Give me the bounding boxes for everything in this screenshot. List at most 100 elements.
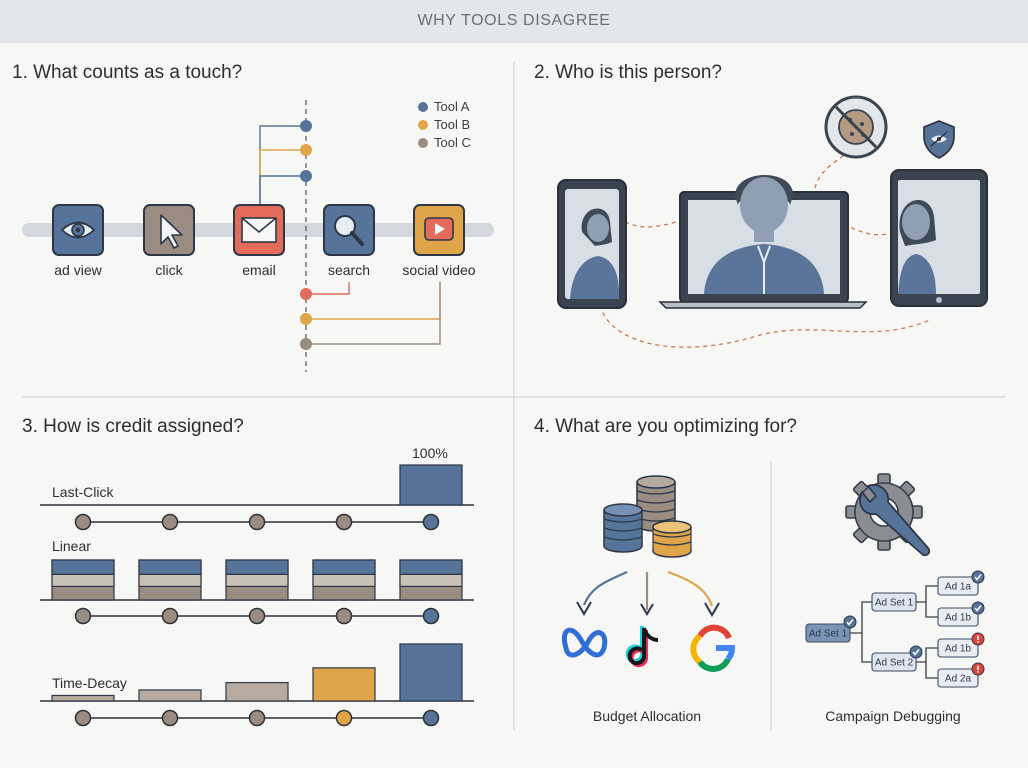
- budget-coins-icon: [603, 475, 692, 558]
- check-icon: [843, 615, 857, 629]
- touchpoint-dot: [422, 513, 440, 531]
- row-label-time-decay: Time-Decay: [52, 675, 127, 691]
- arrow-head: [576, 601, 592, 616]
- touchpoint-label: social video: [402, 262, 476, 278]
- arrow-to-meta: [582, 571, 628, 606]
- touchpoint-dot: [161, 607, 179, 625]
- credit-assignment-chart: [40, 464, 474, 727]
- arrow-head: [640, 603, 654, 616]
- check-mark: [846, 619, 854, 626]
- tiktok-logo-icon: [625, 626, 659, 667]
- ad-node-label: Ad 1b: [945, 644, 972, 655]
- check-icon: [971, 601, 985, 615]
- credit-bar-mid: [51, 573, 115, 588]
- legend-label: Tool A: [434, 99, 470, 114]
- credit-bar: [225, 681, 289, 702]
- tool-a-connector-2: [259, 175, 306, 205]
- credit-bar-top: [225, 559, 289, 575]
- touchpoint-dot: [161, 513, 179, 531]
- touchpoint-label: search: [327, 262, 371, 278]
- legend-swatch: [418, 102, 428, 112]
- tool-b-connector: [259, 149, 306, 205]
- q1-panel: [22, 100, 494, 372]
- touchpoint-dot: [248, 607, 266, 625]
- header-bar: WHY TOOLS DISAGREE: [0, 0, 1028, 43]
- touchpoint-dot: [335, 607, 353, 625]
- ad-node: [937, 638, 979, 658]
- gear-wrench-icon: [845, 473, 931, 557]
- check-mark: [974, 574, 982, 581]
- credit-bar: [399, 464, 463, 506]
- laptop-device: [658, 175, 868, 309]
- touchpoint-dot: [74, 709, 92, 727]
- meta-logo-icon: [562, 627, 608, 658]
- phone-device: [557, 179, 627, 309]
- q1-title: 1. What counts as a touch?: [12, 62, 243, 83]
- legend-item-tool-a: Tool A: [418, 99, 469, 114]
- ad-set-node: [871, 652, 917, 672]
- touchpoint-dot: [335, 709, 353, 727]
- video-connector-c: [306, 282, 441, 345]
- credit-bar-top: [51, 559, 115, 575]
- search-dot: [300, 288, 312, 300]
- alert-dot: [977, 641, 979, 643]
- touchpoint-label: email: [242, 262, 276, 278]
- alert-dot: [977, 671, 979, 673]
- check-mark: [974, 605, 982, 612]
- q4-title: 4. What are you optimizing for?: [534, 416, 797, 437]
- tree-root-node-label: Ad Set 1: [809, 629, 848, 640]
- identity-link: [599, 304, 931, 348]
- credit-bar-mid: [312, 573, 376, 588]
- credit-bar: [138, 689, 202, 702]
- touchpoint-label: ad view: [54, 262, 102, 278]
- touchpoint-dot: [335, 513, 353, 531]
- q2-title: 2. Who is this person?: [534, 62, 722, 83]
- legend-label: Tool B: [434, 117, 471, 132]
- credit-bar: [51, 694, 115, 702]
- credit-bar-mid: [225, 573, 289, 588]
- credit-bar-top: [399, 559, 463, 575]
- q2-panel: [557, 95, 988, 348]
- touchpoint-dot: [422, 607, 440, 625]
- legend-swatch: [418, 138, 428, 148]
- tool-b-dot-bottom: [300, 313, 312, 325]
- page-title: WHY TOOLS DISAGREE: [417, 12, 611, 29]
- credit-bar-top: [312, 559, 376, 575]
- ad-node-label: Ad 1a: [945, 582, 972, 593]
- ad-set-node-label: Ad Set 1: [875, 598, 914, 609]
- credit-bar-mid: [399, 573, 463, 588]
- legend-item-tool-b: Tool B: [418, 117, 470, 132]
- arrow-head: [704, 602, 720, 617]
- check-icon: [909, 645, 923, 659]
- cookie-blocked-icon: [824, 95, 888, 159]
- ad-node: [937, 576, 979, 596]
- ad-node-label: Ad 2a: [945, 674, 972, 685]
- touchpoint-dot: [248, 709, 266, 727]
- touchpoint-label: click: [155, 262, 183, 278]
- tool-a-dot: [300, 120, 312, 132]
- campaign-debugging-caption: Campaign Debugging: [825, 708, 961, 724]
- touchpoint-dot: [248, 513, 266, 531]
- row-label-linear: Linear: [52, 538, 91, 554]
- magnifier-icon: [323, 204, 375, 256]
- credit-bar: [312, 667, 376, 702]
- tool-c-dot: [300, 338, 312, 350]
- ad-node: [937, 607, 979, 627]
- check-mark: [912, 649, 920, 656]
- tool-a-connector: [259, 125, 306, 205]
- touchpoint-dot: [74, 607, 92, 625]
- play-icon: [413, 204, 465, 256]
- ad-set-node: [871, 592, 917, 612]
- alert-mark: [977, 635, 979, 640]
- credit-bar: [399, 643, 463, 702]
- credit-bar-top: [138, 559, 202, 575]
- budget-allocation-caption: Budget Allocation: [592, 708, 702, 724]
- cursor-icon: [143, 204, 195, 256]
- ad-set-node-label: Ad Set 2: [875, 658, 914, 669]
- privacy-shield-icon: [923, 120, 955, 159]
- touchpoint-dot: [74, 513, 92, 531]
- q3-title: 3. How is credit assigned?: [22, 416, 244, 437]
